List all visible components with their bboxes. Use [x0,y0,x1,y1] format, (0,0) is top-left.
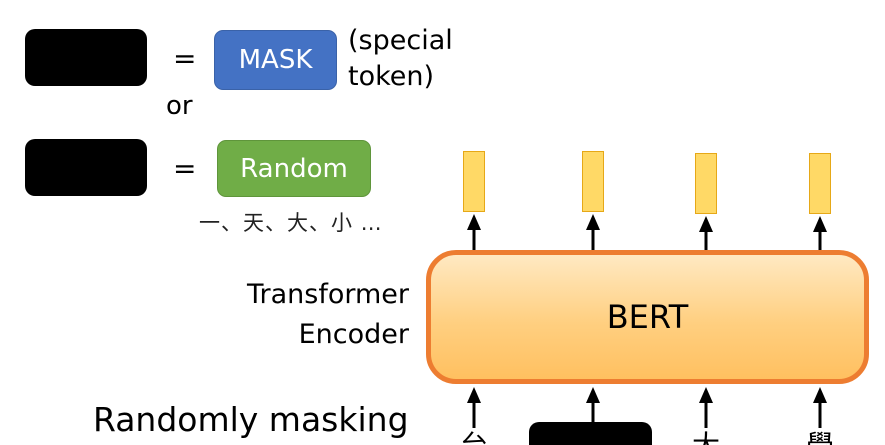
masked-input-token [529,422,652,445]
output-vector-3 [695,153,717,214]
masked-token-box-legend-2 [25,139,147,196]
output-arrow-1 [467,214,481,255]
equals-sign-1: = [173,42,197,75]
encoder-label-line-2: Encoder [298,319,409,350]
input-arrow-4 [813,387,827,428]
mask-token-label: MASK [238,45,313,75]
mask-note-line-1: (special [348,25,453,56]
bert-label: BERT [606,298,689,336]
output-arrow-2 [586,214,600,255]
output-vector-4 [809,153,831,214]
input-arrow-1 [467,387,481,428]
equals-sign-2: = [173,152,197,185]
encoder-label: Transformer Encoder [230,275,409,355]
input-token-3: 大 [692,432,720,445]
output-vector-2 [582,151,604,212]
masked-token-box-legend-1 [25,29,147,86]
bert-block: BERT [426,250,869,384]
mask-token-pill: MASK [214,30,337,90]
input-arrow-3 [699,387,713,428]
mask-note: (special token) [348,23,453,95]
random-token-pill: Random [217,140,371,197]
input-token-4: 學 [806,432,834,445]
encoder-label-line-1: Transformer [246,279,409,310]
input-arrow-2 [586,387,600,424]
random-token-label: Random [240,153,348,184]
or-text: or [166,91,193,121]
input-token-1: 台 [460,432,488,445]
randomly-masking-title: Randomly masking [93,400,409,439]
random-token-examples: 一、天、大、小 … [199,211,383,235]
output-vector-1 [463,151,485,212]
mask-note-line-2: token) [348,61,435,92]
